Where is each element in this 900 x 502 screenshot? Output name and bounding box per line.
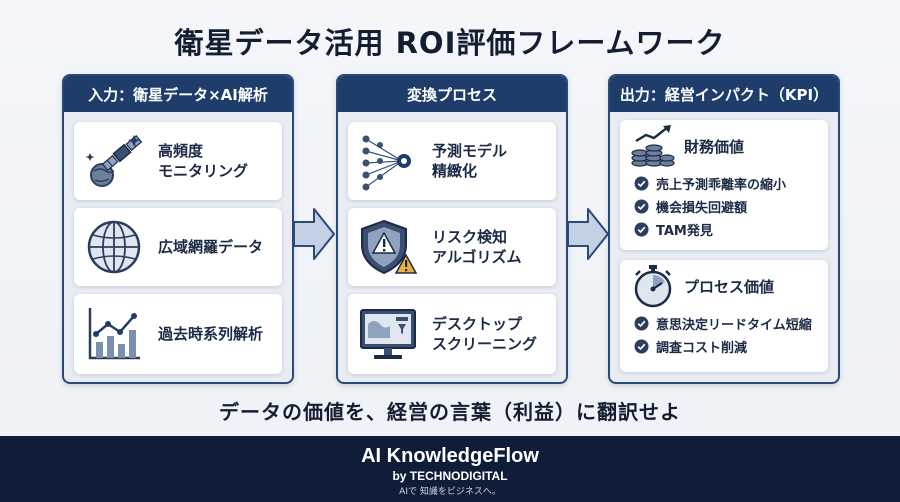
flow-arrow-icon xyxy=(567,208,609,260)
stopwatch-icon xyxy=(634,265,672,308)
check-circle-icon xyxy=(634,339,649,354)
process-card-screening: デスクトップ スクリーニング xyxy=(348,294,556,374)
list-item: 売上予測乖離率の縮小 xyxy=(634,172,828,195)
process-card-model: 予測モデル 精緻化 xyxy=(348,122,556,200)
footer-brand: AI KnowledgeFlow xyxy=(361,445,539,467)
list-item: TAM発見 xyxy=(634,218,828,241)
check-circle-icon xyxy=(634,176,649,191)
input-card-timeseries: 過去時系列解析 xyxy=(74,294,282,374)
process-value-label: プロセス価値 xyxy=(684,277,775,296)
network-icon xyxy=(362,135,411,191)
chart-icon xyxy=(88,308,140,360)
process-card-label: デスクトップ スクリーニング xyxy=(432,314,538,353)
output-panel-heading: 出力：経営インパクト（KPI） xyxy=(610,76,838,112)
input-card-monitoring: 高頻度 モニタリング xyxy=(74,122,282,200)
coins-growth-icon xyxy=(631,125,675,167)
footer: AI KnowledgeFlow by TECHNODIGITAL AIで 知識… xyxy=(0,436,900,502)
process-card-risk: リスク検知 アルゴリズム xyxy=(348,208,556,286)
process-value-card: プロセス価値 意思決定リードタイム短縮 調査コスト削減 xyxy=(620,260,828,372)
output-panel: 出力：経営インパクト（KPI） 財務価値 売上予測乖離率の縮小 機会損失回 xyxy=(608,74,840,384)
tagline: データの価値を、経営の言葉（利益）に翻訳せよ xyxy=(219,400,681,424)
input-panel: 入力：衛星データ×AI解析 高頻度 モニタリング xyxy=(62,74,294,384)
list-item: 調査コスト削減 xyxy=(634,335,828,358)
financial-value-card: 財務価値 売上予測乖離率の縮小 機会損失回避額 TAM発見 xyxy=(620,120,828,250)
list-item: 機会損失回避額 xyxy=(634,195,828,218)
page-title: 衛星データ活用 ROI評価フレームワーク xyxy=(174,26,726,60)
process-kpi-list: 意思決定リードタイム短縮 調査コスト削減 xyxy=(620,312,828,358)
input-card-label: 広域網羅データ xyxy=(158,237,264,256)
footer-slogan: AIで 知識をビジネスへ。 xyxy=(399,487,501,497)
input-card-coverage: 広域網羅データ xyxy=(74,208,282,286)
input-card-label: 過去時系列解析 xyxy=(158,324,264,343)
globe-icon xyxy=(87,220,141,274)
process-panel-heading: 変換プロセス xyxy=(338,76,566,112)
satellite-icon xyxy=(85,134,143,187)
process-card-label: 予測モデル 精緻化 xyxy=(432,141,508,180)
financial-kpi-list: 売上予測乖離率の縮小 機会損失回避額 TAM発見 xyxy=(620,172,828,241)
check-circle-icon xyxy=(634,222,649,237)
monitor-icon xyxy=(360,309,416,359)
input-panel-heading: 入力：衛星データ×AI解析 xyxy=(64,76,292,112)
financial-value-label: 財務価値 xyxy=(684,137,745,156)
footer-by: by TECHNODIGITAL xyxy=(392,469,508,483)
check-circle-icon xyxy=(634,316,649,331)
process-panel: 変換プロセス 予測モデル 精緻化 xyxy=(336,74,568,384)
input-card-label: 高頻度 モニタリング xyxy=(158,141,249,180)
process-card-label: リスク検知 アルゴリズム xyxy=(432,227,522,266)
shield-warning-icon xyxy=(361,219,418,275)
list-item: 意思決定リードタイム短縮 xyxy=(634,312,828,335)
flow-arrow-icon xyxy=(293,208,335,260)
check-circle-icon xyxy=(634,199,649,214)
